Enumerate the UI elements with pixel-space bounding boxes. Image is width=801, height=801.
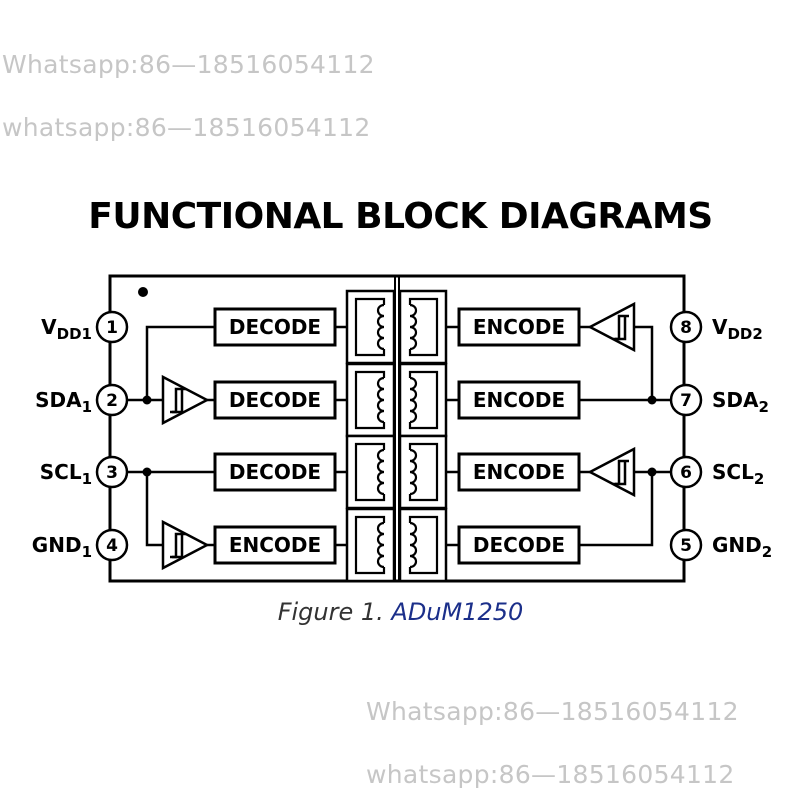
transformers (345, 289, 448, 583)
left-block-4: ENCODE (213, 525, 337, 565)
pin-subscript: 1 (82, 543, 92, 561)
left-block-label: DECODE (229, 315, 321, 339)
left-pin-4: 4 GND1 (32, 528, 129, 562)
junction-dot (142, 395, 152, 405)
pin-subscript: DD1 (57, 325, 92, 343)
left-block-1: DECODE (213, 307, 337, 347)
svg-text:VDD1: VDD1 (41, 315, 92, 343)
svg-text:GND2: GND2 (712, 533, 772, 561)
left-block-label: ENCODE (229, 533, 321, 557)
left-block-label: DECODE (229, 460, 321, 484)
schmitt-buffer-icon (161, 374, 210, 426)
pin-number: 3 (106, 463, 118, 483)
right-block-label: ENCODE (473, 460, 565, 484)
right-block-3: ENCODE (457, 452, 581, 492)
pin-name: SDA (712, 388, 759, 412)
schmitt-buffer-icon (587, 446, 636, 498)
right-block-4: DECODE (457, 525, 581, 565)
right-pin-7: 7 SDA2 (669, 383, 769, 417)
right-block-1: ENCODE (457, 307, 581, 347)
right-block-2: ENCODE (457, 380, 581, 420)
schmitt-buffer-icon (587, 301, 636, 353)
pin-subscript: 2 (758, 398, 768, 416)
pin-number: 2 (106, 391, 118, 411)
left-pin-2: 2 SDA1 (35, 383, 129, 417)
right-block-label: DECODE (473, 533, 565, 557)
figure-caption-part-number: ADuM1250 (391, 598, 524, 626)
junction-dot (142, 467, 152, 477)
junction-dot (647, 395, 657, 405)
page-title: FUNCTIONAL BLOCK DIAGRAMS (88, 196, 713, 237)
pin-number: 7 (680, 391, 692, 411)
right-block-label: ENCODE (473, 315, 565, 339)
right-pin-6: 6 SCL2 (669, 455, 764, 489)
svg-text:VDD2: VDD2 (712, 315, 763, 343)
left-block-3: DECODE (213, 452, 337, 492)
pin-name: GND (712, 533, 762, 557)
transformer-icon (345, 362, 448, 438)
svg-text:SDA2: SDA2 (712, 388, 769, 416)
pin-name: SDA (35, 388, 82, 412)
left-pin-3: 3 SCL1 (40, 455, 129, 489)
transformer-icon (345, 434, 448, 510)
pin-subscript: DD2 (727, 325, 762, 343)
pin1-indicator-dot-icon (138, 287, 148, 297)
pin-subscript: 2 (762, 543, 772, 561)
pin-number: 6 (680, 463, 692, 483)
figure-caption-prefix: Figure 1. (277, 598, 384, 626)
pin-name: V (41, 315, 57, 339)
transformer-icon (345, 507, 448, 583)
pin-number: 4 (106, 536, 118, 556)
svg-text:SCL2: SCL2 (712, 460, 764, 488)
watermark-bottom-2: whatsapp:86—18516054112 (366, 760, 735, 789)
svg-text:GND1: GND1 (32, 533, 92, 561)
pin-number: 8 (680, 318, 692, 338)
right-pin-8: 8 VDD2 (669, 310, 763, 344)
svg-text:SDA1: SDA1 (35, 388, 92, 416)
pin-name: V (712, 315, 728, 339)
left-pin-1: 1 VDD1 (41, 310, 129, 344)
left-block-label: DECODE (229, 388, 321, 412)
pin-number: 5 (680, 536, 692, 556)
transformer-icon (345, 289, 448, 365)
pin-name: SCL (40, 460, 82, 484)
package-outline (108, 274, 686, 583)
junction-dot (647, 467, 657, 477)
watermark-top-2: whatsapp:86—18516054112 (2, 113, 371, 142)
pin-number: 1 (106, 318, 118, 338)
watermark-top-1: Whatsapp:86—18516054112 (2, 50, 375, 79)
pin-name: GND (32, 533, 82, 557)
pin-subscript: 1 (82, 470, 92, 488)
right-pin-5: 5 GND2 (669, 528, 772, 562)
figure-caption: Figure 1. ADuM1250 (0, 598, 801, 626)
pin-subscript: 2 (754, 470, 764, 488)
watermark-bottom-1: Whatsapp:86—18516054112 (366, 697, 739, 726)
left-block-2: DECODE (213, 380, 337, 420)
svg-text:SCL1: SCL1 (40, 460, 92, 488)
pin-name: SCL (712, 460, 754, 484)
schmitt-buffer-icon (161, 519, 210, 571)
pin-subscript: 1 (82, 398, 92, 416)
right-block-label: ENCODE (473, 388, 565, 412)
